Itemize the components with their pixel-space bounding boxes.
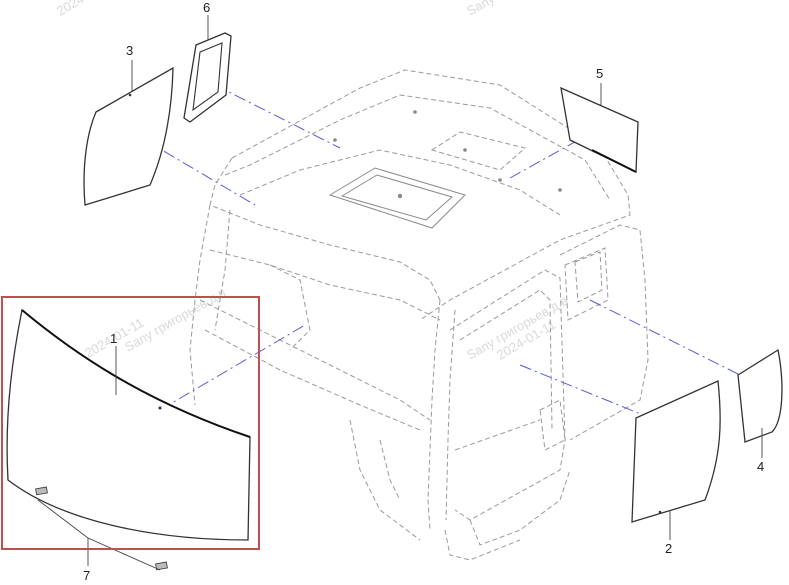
highlight-box xyxy=(1,296,260,550)
callout-3: 3 xyxy=(126,43,133,58)
callout-5: 5 xyxy=(596,66,603,81)
rear-left-side-glass xyxy=(83,66,174,206)
callout-6: 6 xyxy=(203,0,210,15)
callout-7: 7 xyxy=(83,568,90,583)
assembly-axes xyxy=(144,84,751,431)
watermark-line2-c: 2024-01-11 xyxy=(54,0,118,19)
right-quarter-glass xyxy=(737,348,783,443)
door-glass xyxy=(631,380,721,523)
windshield-glass xyxy=(6,308,251,541)
rear-window-glass xyxy=(560,86,639,174)
callout-2: 2 xyxy=(665,541,672,556)
callout-1: 1 xyxy=(110,331,117,346)
watermark-line1-c: Sany григорьев д.в xyxy=(464,0,570,19)
truck-cab xyxy=(189,69,649,561)
bracket-clips xyxy=(35,486,168,571)
small-framed-window xyxy=(183,32,232,123)
leader-lines xyxy=(37,15,763,571)
callout-4: 4 xyxy=(757,459,764,474)
